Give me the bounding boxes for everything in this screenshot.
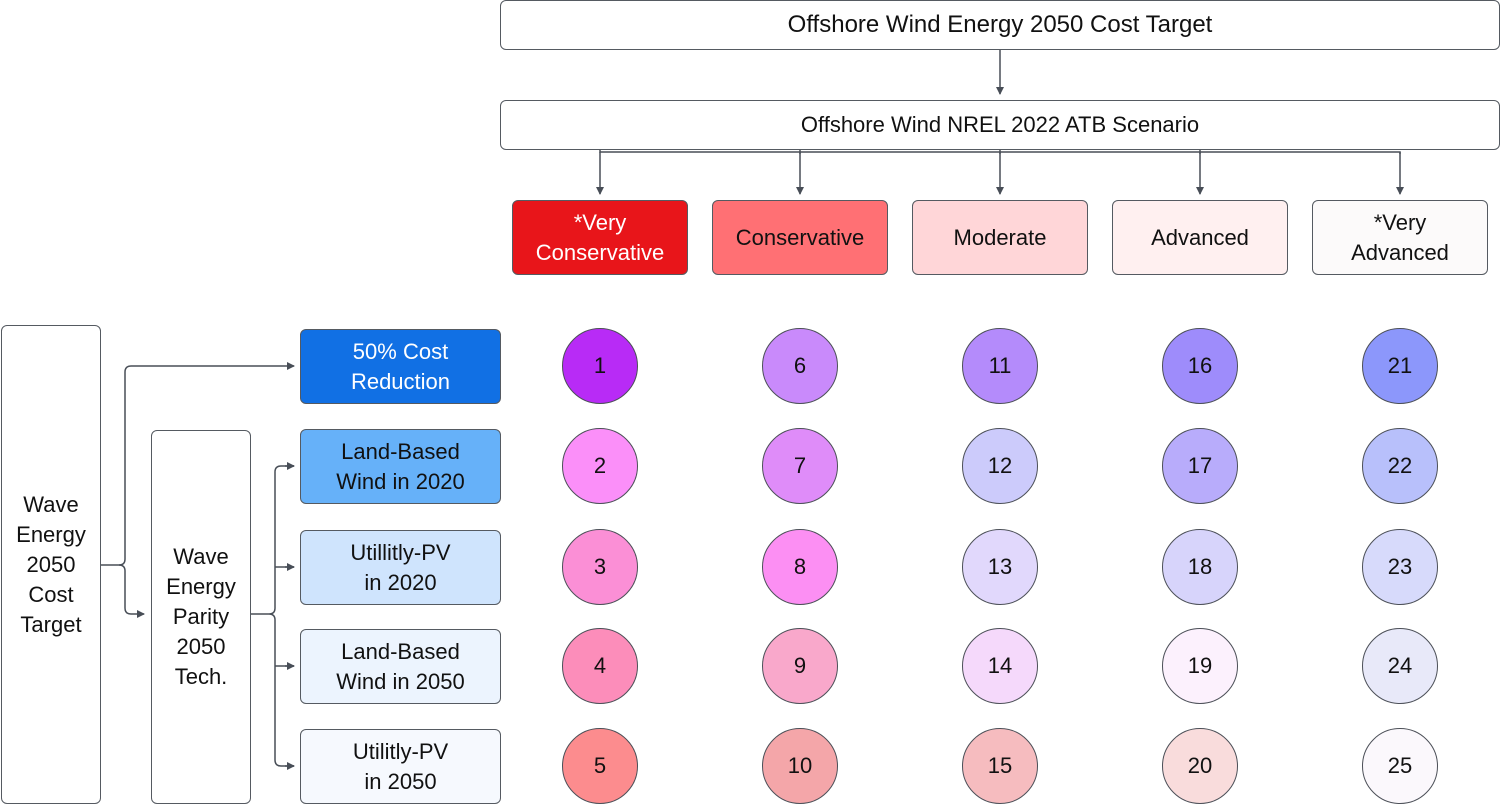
case-circle-7: 7 bbox=[762, 428, 838, 504]
case-circle-6: 6 bbox=[762, 328, 838, 404]
case-circle-23: 23 bbox=[1362, 529, 1438, 605]
case-circle-17: 17 bbox=[1162, 428, 1238, 504]
tech-50-cost-reduction: 50% Cost Reduction bbox=[300, 329, 501, 404]
wave-energy-cost-target-box: Wave Energy 2050 Cost Target bbox=[1, 325, 101, 804]
offshore-wind-atb-scenario-box: Offshore Wind NREL 2022 ATB Scenario bbox=[500, 100, 1500, 150]
scenario-conservative: Conservative bbox=[712, 200, 888, 275]
tech-land-based-wind-in-2020: Land-Based Wind in 2020 bbox=[300, 429, 501, 504]
case-circle-3: 3 bbox=[562, 529, 638, 605]
offshore-wind-cost-target-box: Offshore Wind Energy 2050 Cost Target bbox=[500, 0, 1500, 50]
case-circle-24: 24 bbox=[1362, 628, 1438, 704]
case-circle-10: 10 bbox=[762, 728, 838, 804]
case-circle-11: 11 bbox=[962, 328, 1038, 404]
case-circle-9: 9 bbox=[762, 628, 838, 704]
tech-land-based-wind-in-2050: Land-Based Wind in 2050 bbox=[300, 629, 501, 704]
case-circle-22: 22 bbox=[1362, 428, 1438, 504]
case-circle-12: 12 bbox=[962, 428, 1038, 504]
scenario-advanced: Advanced bbox=[1112, 200, 1288, 275]
scenario-very-conservative: *Very Conservative bbox=[512, 200, 688, 275]
case-circle-16: 16 bbox=[1162, 328, 1238, 404]
case-circle-14: 14 bbox=[962, 628, 1038, 704]
scenario-moderate: Moderate bbox=[912, 200, 1088, 275]
case-circle-19: 19 bbox=[1162, 628, 1238, 704]
case-circle-1: 1 bbox=[562, 328, 638, 404]
case-circle-20: 20 bbox=[1162, 728, 1238, 804]
parity-bus-line bbox=[251, 465, 294, 767]
case-circle-8: 8 bbox=[762, 529, 838, 605]
case-circle-21: 21 bbox=[1362, 328, 1438, 404]
case-circle-15: 15 bbox=[962, 728, 1038, 804]
wave-energy-parity-tech-box: Wave Energy Parity 2050 Tech. bbox=[151, 430, 251, 804]
tech-utilitly-pv-in-2050: Utilitly-PV in 2050 bbox=[300, 729, 501, 804]
case-circle-4: 4 bbox=[562, 628, 638, 704]
case-circle-5: 5 bbox=[562, 728, 638, 804]
tech-utillitly-pv-in-2020: Utillitly-PV in 2020 bbox=[300, 530, 501, 605]
case-circle-25: 25 bbox=[1362, 728, 1438, 804]
case-circle-2: 2 bbox=[562, 428, 638, 504]
scenario-very-advanced: *Very Advanced bbox=[1312, 200, 1488, 275]
case-circle-18: 18 bbox=[1162, 529, 1238, 605]
case-circle-13: 13 bbox=[962, 529, 1038, 605]
arrow-target-to-parity bbox=[118, 564, 145, 618]
